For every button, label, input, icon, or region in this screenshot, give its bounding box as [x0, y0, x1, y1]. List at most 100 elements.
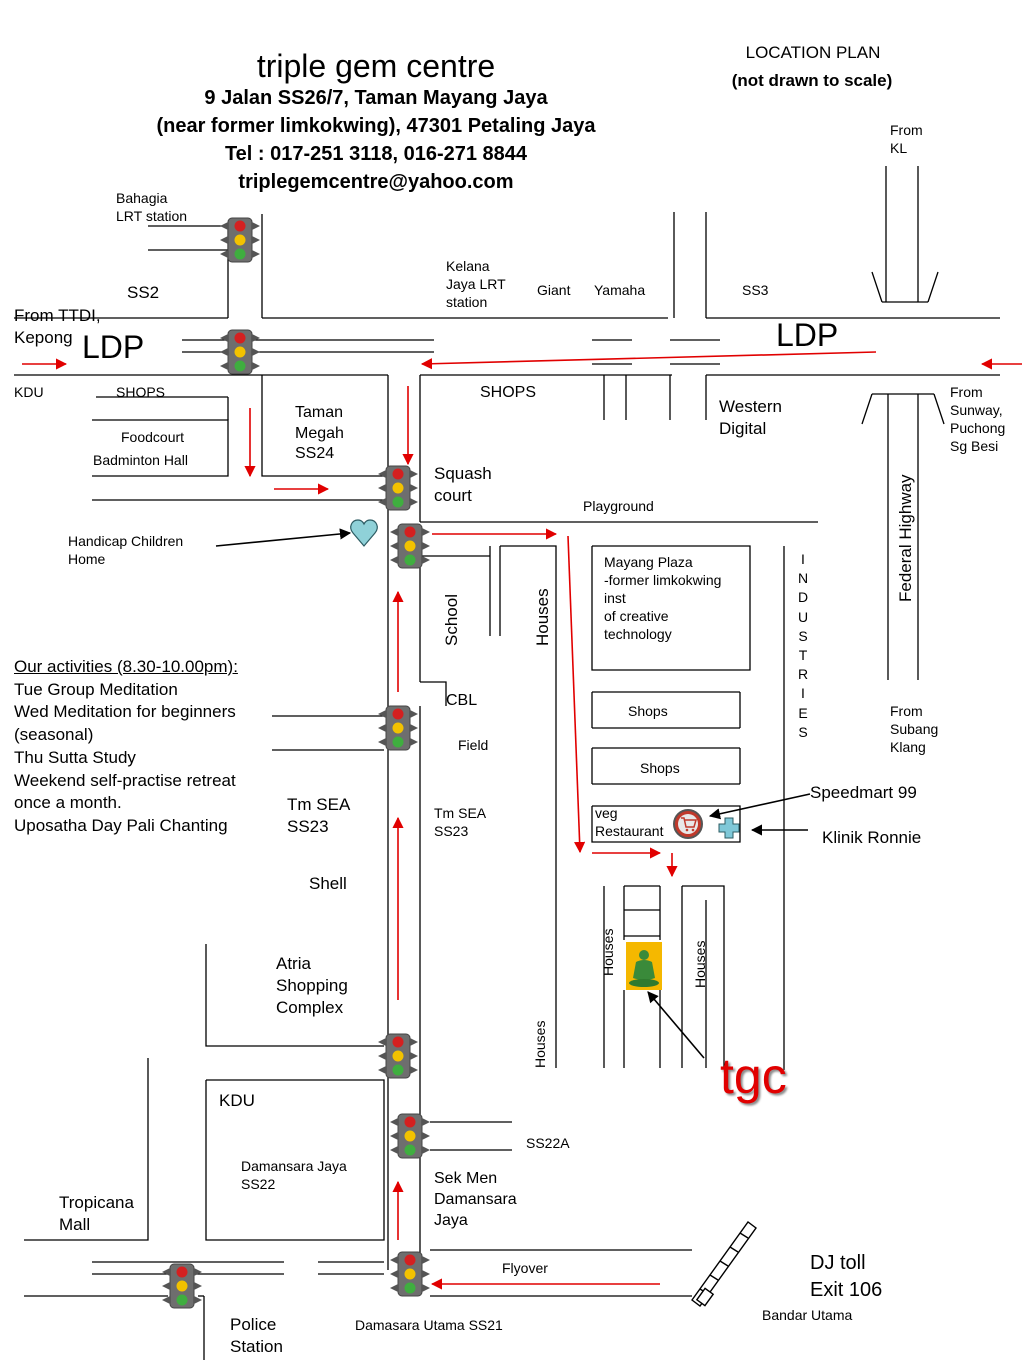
road-network [14, 166, 1000, 1360]
label-houses-1: Houses [533, 588, 552, 646]
label-field: Field [458, 737, 489, 753]
label-kelana-jaya: Kelana Jaya LRT station [446, 258, 506, 310]
arrow-tgc [647, 991, 705, 1059]
label-atria: Atria Shopping Complex [276, 954, 348, 1017]
label-klinik-ronnie: Klinik Ronnie [822, 828, 922, 847]
label-ldp-right: LDP [776, 317, 839, 353]
activity-item: Uposatha Day Pali Chanting [14, 815, 228, 835]
shopping-cart-icon [673, 809, 703, 839]
route-arrows [22, 351, 1022, 1290]
label-tropicana: Tropicana Mall [59, 1193, 134, 1234]
traffic-light-icon [161, 1263, 203, 1309]
toll-gate-icon [691, 1221, 757, 1307]
traffic-light-icon [377, 1033, 419, 1079]
label-shops-box-2: Shops [640, 760, 680, 776]
activity-item: Thu Sutta Study [14, 747, 136, 767]
label-veg-restaurant: veg Restaurant [595, 805, 664, 839]
plan-note: (not drawn to scale) [731, 71, 893, 90]
label-kdu-top: KDU [14, 384, 44, 400]
page-title: triple gem centre [256, 48, 496, 84]
activity-item: Wed Meditation for beginners [14, 702, 236, 722]
industries-letter: D [797, 589, 809, 606]
label-speedmart: Speedmart 99 [810, 783, 917, 802]
arrow-ldp-main [420, 351, 877, 370]
industries-letter: I [801, 685, 805, 702]
label-ss22a: SS22A [526, 1135, 570, 1151]
label-western-digital: Western Digital [719, 397, 782, 438]
label-tm-sea-left: Tm SEA SS23 [287, 795, 351, 836]
label-houses-2: Houses [600, 928, 616, 976]
plan-heading: LOCATION PLAN [745, 43, 881, 62]
label-handicap-home: Handicap Children Home [68, 533, 184, 567]
label-dj-toll: DJ toll Exit 106 [810, 1252, 883, 1301]
label-ldp-left: LDP [82, 329, 145, 365]
label-giant: Giant [537, 282, 571, 298]
industries-letter: E [798, 704, 808, 721]
address-line-1: 9 Jalan SS26/7, Taman Mayang Jaya [204, 87, 548, 109]
label-houses-4: Houses [532, 1020, 548, 1068]
traffic-light-icon [389, 523, 431, 569]
email-line: triplegemcentre@yahoo.com [238, 171, 514, 193]
arrow-speedmart [708, 793, 811, 820]
label-yamaha: Yamaha [594, 282, 646, 298]
address-line-2: (near former limkokwing), 47301 Petaling… [156, 115, 596, 137]
activities-panel: Our activities (8.30-10.00pm): Tue Group… [14, 656, 238, 838]
label-ss3: SS3 [742, 282, 769, 298]
label-from-kl: From KL [890, 122, 923, 156]
industries-letter: N [797, 570, 809, 587]
label-houses-3: Houses [692, 940, 708, 988]
activity-item: Weekend self-practise retreat [14, 770, 236, 790]
label-shops-mid: SHOPS [480, 384, 537, 401]
arrow-south-long [567, 535, 586, 854]
industries-letter: R [797, 666, 809, 683]
traffic-light-icon [219, 217, 261, 263]
industries-letter: S [798, 723, 808, 740]
label-ss2: SS2 [127, 283, 160, 302]
label-tgc: tgc [720, 1048, 787, 1104]
medical-cross-icon [718, 817, 740, 839]
label-tm-sea-mid: Tm SEA SS23 [434, 805, 487, 839]
label-school: School [442, 594, 461, 646]
traffic-light-icon [377, 465, 419, 511]
traffic-light-icon [219, 329, 261, 375]
label-shops-left: SHOPS [116, 384, 166, 400]
activities-heading: Our activities (8.30-10.00pm): [14, 657, 238, 676]
industries-letter: U [797, 608, 809, 625]
activity-item: Tue Group Meditation [14, 679, 178, 699]
label-damasara-utama: Damasara Utama SS21 [355, 1317, 503, 1333]
phone-line: Tel : 017-251 3118, 016-271 8844 [224, 143, 528, 165]
label-bandar-utama: Bandar Utama [762, 1307, 853, 1323]
industries-letter: I [801, 551, 805, 567]
label-shell: Shell [309, 874, 347, 893]
heart-icon [350, 519, 378, 547]
traffic-light-icon [389, 1113, 431, 1159]
label-bahagia: Bahagia LRT station [116, 190, 188, 224]
label-sek-men: Sek Men Damansara Jaya [434, 1170, 517, 1229]
label-from-ttdi: From TTDI, Kepong [14, 306, 101, 347]
label-police-station: Police Station [230, 1315, 283, 1356]
buddha-icon [626, 942, 662, 990]
industries-letter: T [798, 647, 808, 664]
label-kdu-bottom: KDU [219, 1091, 255, 1110]
label-playground: Playground [583, 498, 654, 514]
activity-item: once a month. [14, 793, 122, 813]
label-federal-highway: Federal Highway [896, 474, 915, 602]
label-squash-court: Squash court [434, 464, 492, 505]
label-from-sunway: From Sunway, Puchong Sg Besi [950, 384, 1006, 454]
label-damansara-jaya: Damansara Jaya SS22 [241, 1158, 347, 1192]
activity-item: (seasonal) [14, 725, 94, 745]
title-block: triple gem centre 9 Jalan SS26/7, Taman … [96, 48, 656, 196]
label-mayang-plaza: Mayang Plaza -former limkokwing inst of … [604, 554, 722, 642]
label-flyover: Flyover [502, 1260, 548, 1276]
traffic-light-icon [389, 1251, 431, 1297]
label-taman-megah: Taman Megah SS24 [295, 404, 344, 462]
label-cbl: CBL [446, 692, 478, 709]
label-foodcourt: Foodcourt [121, 429, 185, 445]
label-badminton-hall: Badminton Hall [93, 452, 188, 468]
pointer-arrows [215, 528, 811, 1059]
arrow-handicap [215, 528, 352, 547]
traffic-light-icon [377, 705, 419, 751]
industries-letter: S [798, 627, 808, 644]
